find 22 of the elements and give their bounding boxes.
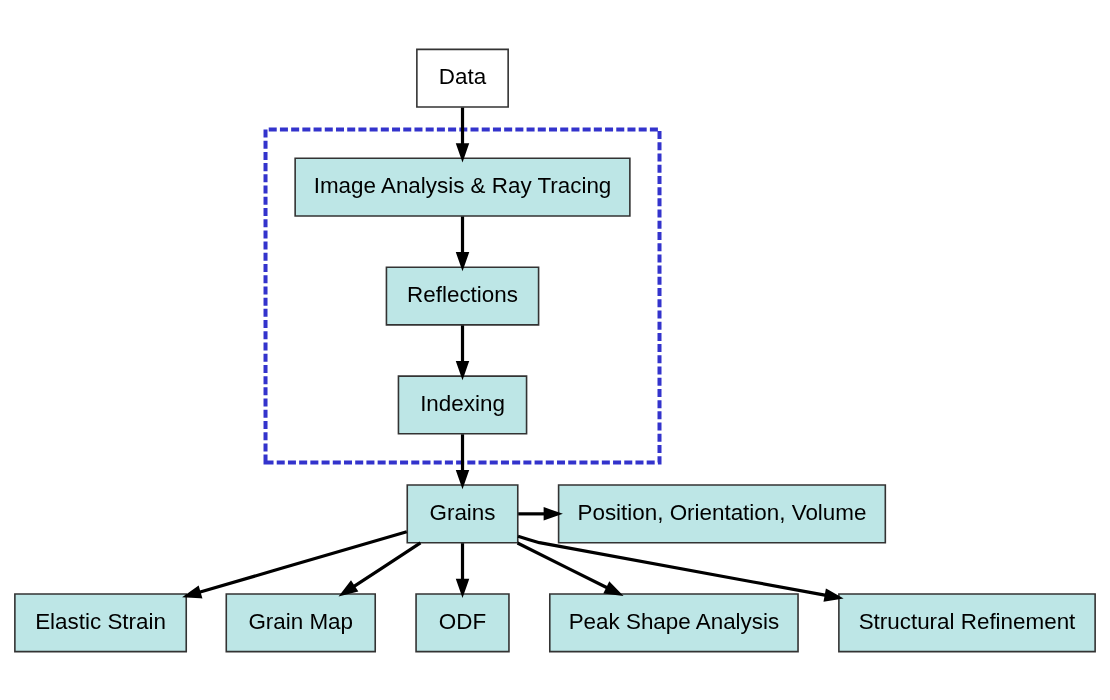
arrow	[516, 541, 624, 596]
node-box: Indexing	[397, 374, 528, 435]
arrow	[182, 529, 408, 598]
arrow	[455, 107, 470, 162]
arrow	[455, 216, 470, 271]
node-box: Grains	[406, 483, 519, 543]
node-box: Structural Refinement	[838, 592, 1096, 652]
node-box: Reflections	[385, 265, 540, 326]
arrow	[517, 534, 844, 602]
arrow	[338, 541, 422, 596]
node-box: Peak Shape Analysis	[549, 592, 799, 652]
node-box: Image Analysis & Ray Tracing	[294, 157, 631, 217]
cluster	[263, 126, 662, 465]
node-box: ODF	[415, 592, 510, 652]
arrow	[455, 542, 470, 598]
arrow	[455, 433, 470, 489]
node-box: Data	[416, 48, 509, 108]
arrow	[518, 506, 563, 521]
node-box: Grain Map	[225, 592, 377, 652]
arrow	[455, 324, 470, 380]
node-box: Position, Orientation, Volume	[557, 483, 887, 543]
node-box: Elastic Strain	[14, 592, 188, 652]
